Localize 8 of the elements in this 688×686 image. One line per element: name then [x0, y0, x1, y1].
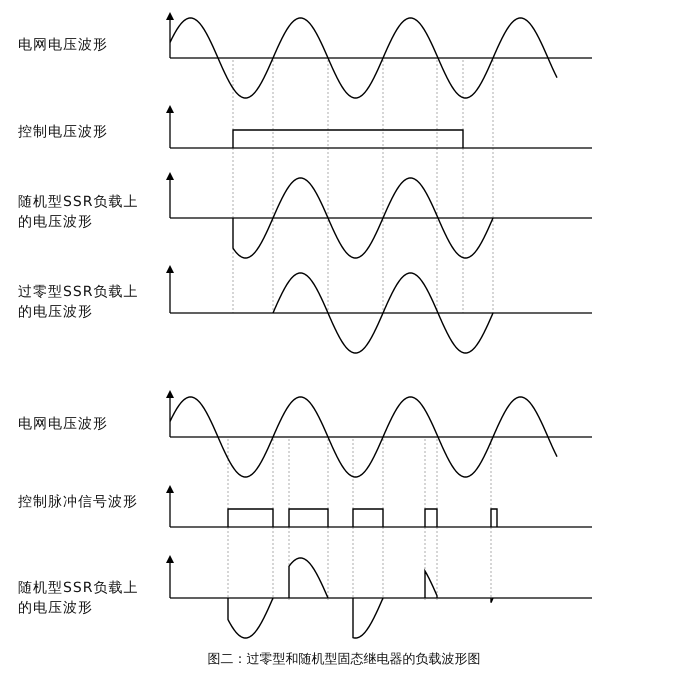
waveform-label: 过零型SSR负载上的电压波形 [18, 283, 140, 322]
waveform-label: 控制脉冲信号波形 [18, 493, 139, 512]
waveform-label: 随机型SSR负载上的电压波形 [18, 579, 140, 618]
waveform-label: 控制电压波形 [18, 123, 109, 142]
waveform-label: 电网电压波形 [18, 36, 109, 55]
waveform-label: 随机型SSR负载上的电压波形 [18, 193, 140, 232]
waveform-label: 电网电压波形 [18, 415, 109, 434]
figure-caption: 图二：过零型和随机型固态继电器的负载波形图 [206, 651, 482, 668]
